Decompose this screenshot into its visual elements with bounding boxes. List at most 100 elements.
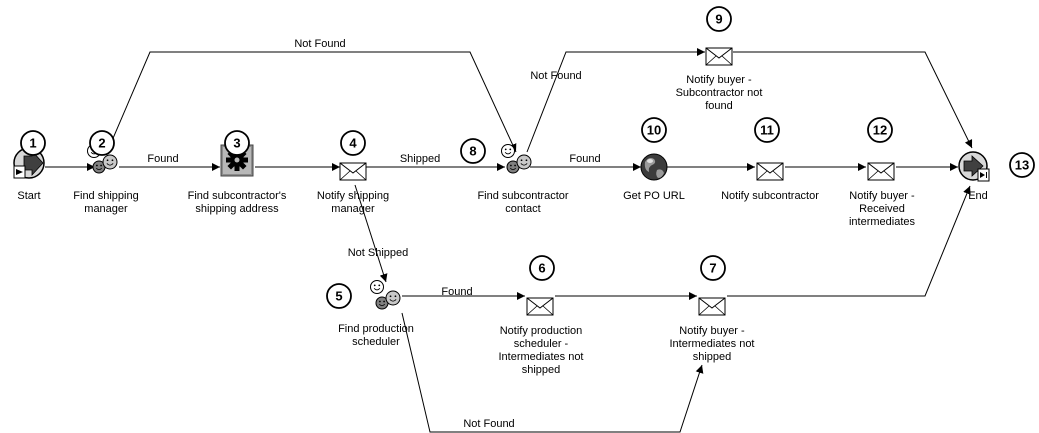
envelope-icon [526,297,554,316]
step-number: 6 [538,261,545,276]
edge-notify-buyer-not-shipped-to-end [727,185,971,297]
edge-label: Not Found [463,418,514,430]
node-label-line: shipping address [195,203,279,215]
node-label: Start [17,190,40,202]
node-label: Get PO URL [623,190,685,202]
node-label-line: Notify subcontractor [721,190,819,202]
node-label-line: manager [84,203,128,215]
node-label-line: shipped [522,364,561,376]
node-label-line: Find subcontractor [477,190,568,202]
edge-line [526,48,705,153]
step-number: 7 [709,261,716,276]
step-number: 12 [873,123,887,138]
edge-find-subcontractor-contact-to-notify-buyer-sub-not-found: Not Found [526,48,705,153]
step-number-badge: 3 [224,130,250,156]
edge-line [401,312,704,433]
edge-line [727,185,971,297]
step-number-badge: 12 [867,117,893,143]
node-label-line: contact [505,203,540,215]
node-label-line: Notify production [500,325,583,337]
step-number-badge: 13 [1009,152,1035,178]
step-number: 9 [715,12,722,27]
node-label-line: Start [17,190,40,202]
edge-line [354,184,388,283]
end-icon [958,151,990,182]
step-number-badge: 4 [340,130,366,156]
envelope-icon [698,297,726,316]
step-number: 5 [335,289,342,304]
node-label-line: intermediates [849,216,916,228]
step-number-badge: 9 [706,6,732,32]
role-icon [501,144,532,174]
edge-find-production-scheduler-to-notify-production-scheduler: Found [402,286,525,300]
edge-notify-buyer-sub-not-found-to-end [733,51,973,149]
envelope-icon [705,47,733,66]
node-label-line: Received [859,203,905,215]
node-label-line: Intermediates not [499,351,584,363]
edge-find-production-scheduler-to-notify-buyer-not-shipped: Not Found [401,312,704,433]
step-number: 3 [233,136,240,151]
node-label-line: Intermediates not [670,338,755,350]
edge-find-shipping-manager-to-find-subcontractor-address: Found [119,153,220,171]
globe-icon [640,153,668,181]
envelope-icon [756,162,784,181]
role-icon [370,280,401,310]
edge-find-subcontractor-contact-to-get-po-url: Found [530,153,641,171]
edge-notify-shipping-manager-to-find-subcontractor-contact: Shipped [366,153,505,171]
node-label-line: scheduler - [514,338,569,350]
node-label-line: Notify shipping [317,190,389,202]
step-number-badge: 11 [754,117,780,143]
edge-line [733,51,973,149]
edge-label: Found [569,153,600,165]
step-number-badge: 1 [20,130,46,156]
node-label-line: Find shipping [73,190,138,202]
step-number-badge: 7 [700,255,726,281]
envelope-icon [339,162,367,181]
step-number: 8 [469,144,476,159]
edge-find-shipping-manager-to-find-subcontractor-contact: Not Found [107,38,517,153]
node-label-line: Notify buyer - [686,74,752,86]
node-label-line: Get PO URL [623,190,685,202]
node-label-line: Notify buyer - [679,325,745,337]
step-number: 13 [1015,158,1029,173]
edge-line [107,51,517,153]
step-number: 10 [647,123,661,138]
edge-label: Shipped [400,153,440,165]
step-number-badge: 6 [529,255,555,281]
node-label: End [968,190,988,202]
node-label-line: Notify buyer - [849,190,915,202]
start-icon [13,147,45,179]
step-number: 1 [29,136,36,151]
step-number-badge: 10 [641,117,667,143]
node-label: Notify subcontractor [721,190,819,202]
step-number-badge: 5 [326,283,352,309]
node-label-line: manager [331,203,375,215]
node-label-line: End [968,190,988,202]
envelope-icon [867,162,895,181]
edge-notify-shipping-manager-to-find-production-scheduler: Not Shipped [348,184,408,283]
